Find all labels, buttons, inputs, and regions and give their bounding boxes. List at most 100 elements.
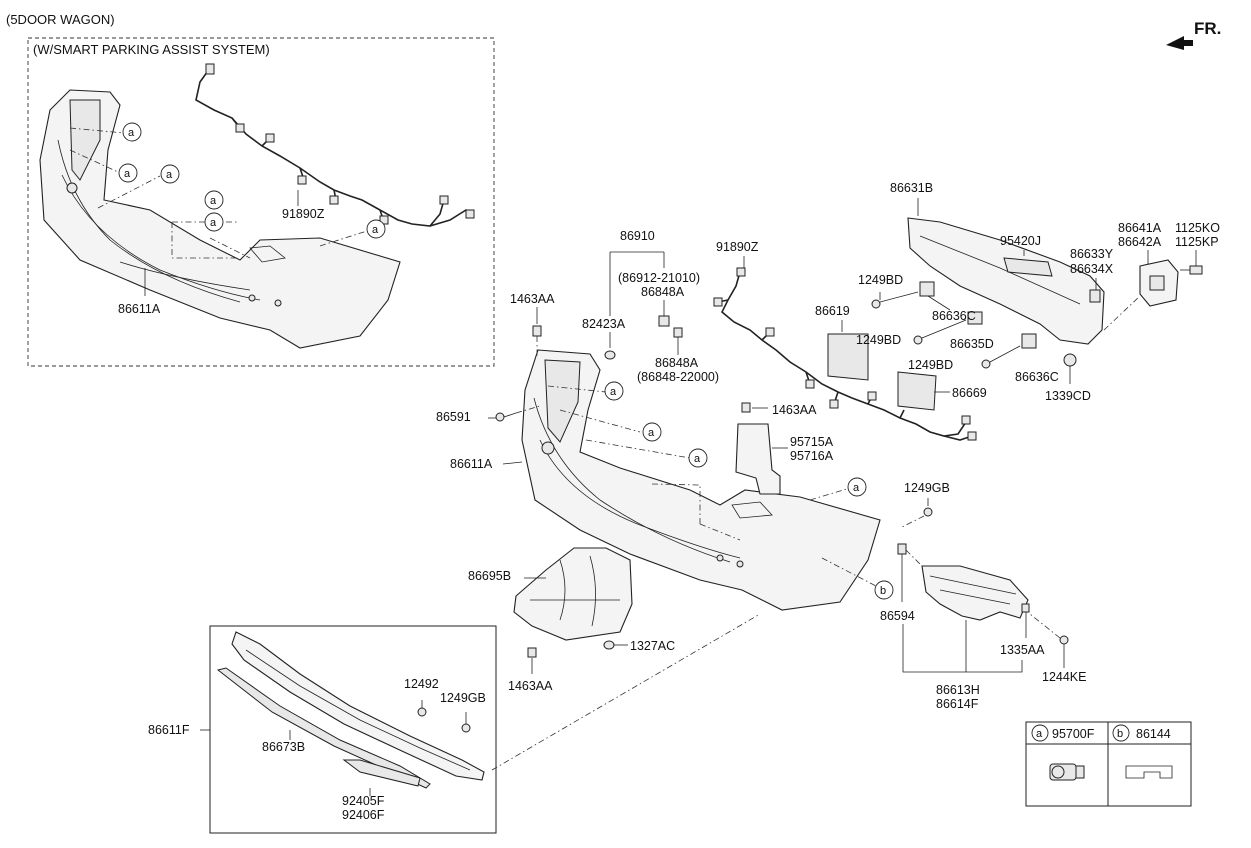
callout-86611F: 86611F: [148, 723, 190, 737]
callout-86631B: 86631B: [890, 181, 933, 195]
callout-1463AA-1: 1463AA: [510, 292, 555, 306]
callout-95715A: 95715A: [790, 435, 834, 449]
svg-text:a: a: [210, 217, 217, 229]
callout-12492: 12492: [404, 677, 439, 691]
legend-marker-a: a: [1031, 724, 1049, 742]
group-leader-86613H: [902, 620, 1023, 673]
bolt-1249BD-2: [913, 319, 967, 345]
bolt-1244KE: [1029, 613, 1069, 668]
callout-86695B: 86695B: [468, 569, 511, 583]
callout-86635D: 86635D: [950, 337, 994, 351]
svg-text:a: a: [1036, 728, 1043, 740]
ref-marker-a-5: a: [204, 212, 224, 232]
bolt-1249BD-3: [981, 345, 1021, 369]
svg-text:b: b: [880, 585, 886, 597]
ref-marker-a-1: a: [122, 122, 142, 142]
callout-86591: 86591: [436, 410, 471, 424]
callout-86848A-1: 86848A: [641, 285, 685, 299]
bracket-86636C-1: [919, 281, 935, 297]
ref-marker-a-2: a: [118, 163, 138, 183]
module-95420J: [1003, 257, 1053, 277]
svg-text:a: a: [648, 427, 655, 439]
beam-dash-line: [1103, 295, 1141, 331]
callout-1249BD-1: 1249BD: [858, 273, 903, 287]
callout-86669: 86669: [952, 386, 987, 400]
svg-text:a: a: [610, 386, 617, 398]
callout-95420J: 95420J: [1000, 234, 1041, 248]
under-cover-86695B: [513, 547, 633, 641]
clip-1463AA-3: [527, 647, 537, 674]
molding-86673B: [216, 667, 431, 789]
bolt-1249BD-1: [871, 291, 919, 309]
rear-bumper-cover-option: [39, 89, 401, 349]
lower-box-dash-line: [491, 613, 761, 771]
svg-text:b: b: [1117, 728, 1123, 740]
smart-parking-option-box: [27, 37, 495, 367]
screw-86591: [495, 405, 541, 422]
callout-86634X: 86634X: [1070, 262, 1114, 276]
callout-1339CD: 1339CD: [1045, 389, 1091, 403]
callout-86641A: 86641A: [1118, 221, 1162, 235]
callout-91890Z-option: 91890Z: [282, 207, 325, 221]
parking-sensor-harness: [713, 267, 977, 441]
callout-86611A-option: 86611A: [118, 302, 161, 316]
callout-82423A: 82423A: [582, 317, 626, 331]
legend-part-95700F: 95700F: [1052, 727, 1095, 741]
clip-86633Y: [1089, 289, 1101, 303]
ring-82423A: [604, 350, 616, 360]
reflector-92405F: [342, 759, 421, 787]
variant-label: (5DOOR WAGON): [6, 12, 115, 27]
ref-marker-a-8: a: [642, 422, 662, 442]
svg-text:a: a: [694, 453, 701, 465]
ref-marker-a-4: a: [204, 190, 224, 210]
clip-1463AA-1: [532, 325, 542, 356]
ref-marker-b-1: b: [874, 580, 894, 600]
bolt-1125KO: [1180, 265, 1203, 275]
callout-1125KP: 1125KP: [1175, 235, 1219, 249]
bolt-12492: [417, 700, 427, 717]
svg-text:a: a: [166, 169, 173, 181]
callout-86642A: 86642A: [1118, 235, 1162, 249]
callout-91890Z: 91890Z: [716, 240, 759, 254]
clip-1463AA-2: [741, 402, 768, 413]
callout-1249BD-2: 1249BD: [856, 333, 901, 347]
callout-86614F: 86614F: [936, 697, 979, 711]
callout-1249BD-3: 1249BD: [908, 358, 953, 372]
clip-profile-icon: [1125, 765, 1173, 779]
ref-marker-a-3: a: [160, 164, 180, 184]
screw-86594: [897, 543, 923, 602]
callout-1244KE: 1244KE: [1042, 670, 1086, 684]
callout-1335AA: 1335AA: [1000, 643, 1045, 657]
callout-86613H: 86613H: [936, 683, 980, 697]
sensor-dash-lines: [547, 385, 877, 587]
ref-marker-a-6: a: [366, 219, 386, 239]
callout-1249GB-2: 1249GB: [440, 691, 486, 705]
callout-86611A: 86611A: [450, 457, 493, 471]
clip-1335AA: [1021, 603, 1030, 638]
legend-table: a 95700F b 86144: [1025, 721, 1192, 807]
bolt-1249GB-1: [899, 507, 933, 529]
pad-86669: [897, 371, 937, 411]
front-arrow-icon: [1166, 36, 1193, 50]
sensor-holder-86848A: [658, 315, 683, 338]
rear-bumper-cover: [521, 349, 881, 611]
callout-1463AA-2: 1463AA: [772, 403, 817, 417]
legend-part-86144: 86144: [1136, 727, 1171, 741]
callout-86619: 86619: [815, 304, 850, 318]
svg-text:a: a: [210, 195, 217, 207]
svg-text:a: a: [124, 168, 131, 180]
callout-1125KO: 1125KO: [1175, 221, 1220, 235]
callout-86673B: 86673B: [262, 740, 305, 754]
callout-86912-21010: (86912-21010): [618, 271, 700, 285]
callout-86633Y: 86633Y: [1070, 247, 1114, 261]
callout-1327AC: 1327AC: [630, 639, 675, 653]
callout-86848A-2: 86848A: [655, 356, 699, 370]
svg-text:a: a: [853, 482, 860, 494]
bracket-86636C-2: [1021, 333, 1037, 349]
svg-text:a: a: [372, 224, 379, 236]
ref-marker-a-10: a: [847, 477, 867, 497]
rear-beam-86631B: [907, 217, 1105, 345]
callout-86636C-2: 86636C: [1015, 370, 1059, 384]
svg-text:a: a: [128, 127, 135, 139]
